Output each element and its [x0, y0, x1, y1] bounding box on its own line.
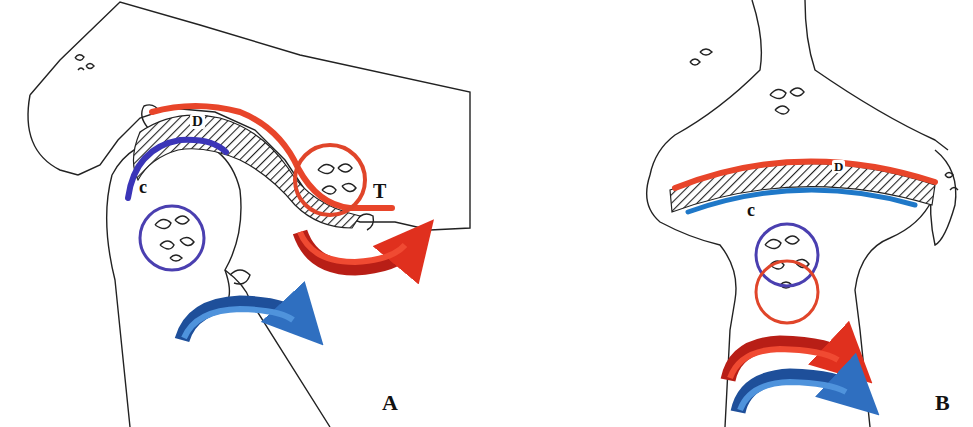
panel-letter: B [935, 392, 950, 414]
part-label: c [745, 201, 757, 219]
part-label: D [190, 114, 205, 129]
panel-letter: A [382, 392, 398, 414]
part-label: T [373, 181, 386, 201]
part-label: c [139, 178, 147, 196]
part-label: D [832, 160, 845, 173]
